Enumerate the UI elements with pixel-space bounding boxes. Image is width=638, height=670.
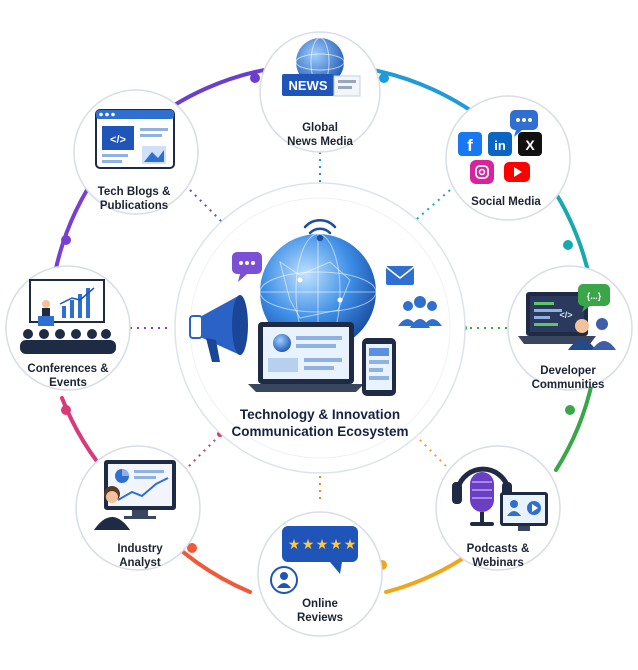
svg-text:f: f: [467, 136, 473, 155]
facebook-icon: [458, 132, 482, 156]
blog-code-icon: </>: [95, 109, 175, 169]
node-label-line1: Tech Blogs &: [98, 186, 171, 198]
node-label-line2: Communities: [532, 379, 605, 391]
node-label-line1: Online: [302, 598, 338, 610]
svg-text:★: ★: [316, 536, 329, 552]
svg-text:{...}: {...}: [587, 291, 602, 301]
node-social-media[interactable]: f in X Social Media: [445, 95, 571, 221]
developer-laptop-icon: </> {...}: [518, 284, 616, 350]
people-icon: [398, 296, 442, 328]
node-label-line2: Events: [49, 377, 87, 389]
node-label-line1: Podcasts &: [467, 543, 530, 555]
envelope-icon: [385, 266, 415, 285]
node-developer-communities[interactable]: </> {...} Developer Communities: [507, 265, 633, 391]
node-label-line1: Industry: [117, 543, 163, 555]
globe-icon: [259, 233, 377, 351]
phone-icon: [362, 338, 396, 396]
node-tech-blogs-publications[interactable]: </> Tech Blogs & Publications: [73, 89, 199, 215]
laptop-icon: [248, 322, 364, 392]
node-conferences-events[interactable]: Conferences & Events: [5, 265, 131, 391]
svg-text:★: ★: [288, 536, 301, 552]
node-label-line1: Developer: [540, 365, 596, 377]
node-podcasts-webinars[interactable]: Podcasts & Webinars: [435, 445, 561, 571]
podcast-microphone-icon: [452, 466, 548, 531]
linkedin-icon: [488, 132, 512, 156]
megaphone-icon: [189, 295, 248, 362]
x-twitter-icon: [518, 132, 542, 156]
svg-text:in: in: [494, 138, 506, 153]
node-label-line1: Conferences &: [27, 363, 108, 375]
center-hub: Technology & Innovation Communication Ec…: [174, 182, 466, 474]
svg-text:★: ★: [302, 536, 315, 552]
node-label-line2: Reviews: [297, 612, 343, 624]
review-stars-icon: ★★★★★: [270, 526, 358, 594]
svg-text:★: ★: [330, 536, 343, 552]
node-label-line1: Global: [302, 122, 338, 134]
svg-text:</>: </>: [559, 310, 572, 320]
node-label-line2: Analyst: [119, 557, 161, 569]
node-label-line2: Webinars: [472, 557, 524, 569]
center-title-line2: Communication Ecosystem: [231, 424, 408, 439]
node-industry-analyst[interactable]: Industry Analyst: [75, 445, 201, 571]
news-badge-text: NEWS: [289, 78, 328, 93]
node-label-line1: Social Media: [471, 196, 541, 208]
node-label-line2: Publications: [100, 200, 168, 212]
svg-text:X: X: [525, 137, 535, 153]
node-global-news-media[interactable]: NEWS Global News Media: [259, 31, 381, 153]
instagram-icon: [470, 160, 494, 184]
svg-text:</>: </>: [110, 134, 126, 146]
news-globe-icon: NEWS: [282, 37, 361, 97]
chat-bubble-icon: [232, 252, 262, 282]
node-label-line2: News Media: [287, 136, 353, 148]
center-title-line1: Technology & Innovation: [240, 407, 400, 422]
svg-text:★: ★: [344, 536, 357, 552]
analyst-chart-icon: [94, 460, 176, 530]
conference-presentation-icon: [20, 279, 116, 354]
node-online-reviews[interactable]: ★★★★★ Online Reviews: [257, 511, 383, 637]
social-media-icons: f in X: [458, 110, 542, 184]
wifi-icon: [303, 218, 337, 242]
